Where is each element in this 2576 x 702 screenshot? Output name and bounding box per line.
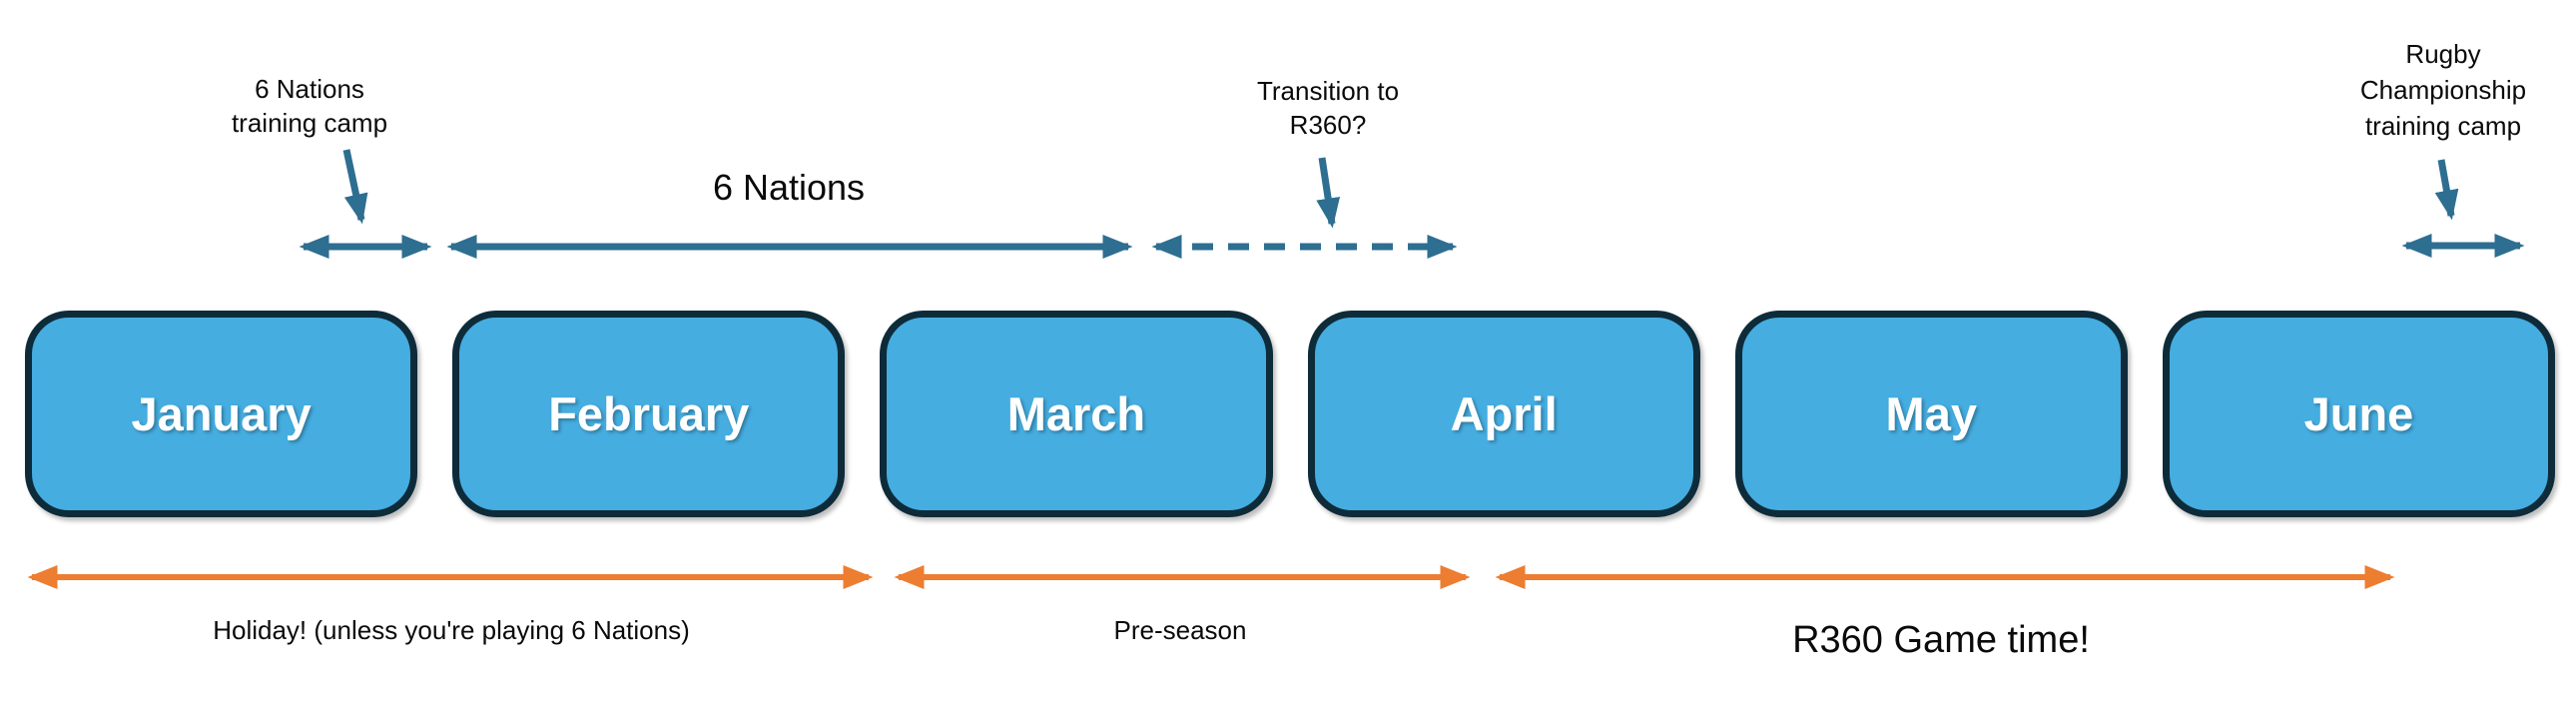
rugby-camp-annotation: Rugby Championship training camp: [2360, 36, 2526, 144]
six-nations-camp-line1: 6 Nations: [255, 74, 364, 104]
six-nations-camp-pointer-arrow: [342, 149, 368, 225]
month-box-april: April: [1307, 311, 1700, 517]
rugby-camp-line1: Rugby: [2405, 39, 2481, 69]
month-box-june: June: [2162, 311, 2556, 517]
rugby-camp-line2: Championship: [2359, 75, 2527, 105]
month-label: May: [1885, 387, 1977, 440]
transition-line1: Transition to: [1256, 76, 1400, 106]
month-box-march: March: [880, 311, 1273, 517]
six-nations-camp-annotation: 6 Nations training camp: [232, 72, 387, 140]
transition-annotation: Transition to R360?: [1257, 74, 1399, 142]
six-nations-camp-line2: training camp: [231, 108, 388, 138]
month-label: March: [1006, 387, 1146, 440]
r360-label: R360 Game time!: [1792, 619, 2090, 661]
month-box-february: February: [452, 311, 846, 517]
transition-line2: R360?: [1289, 110, 1367, 140]
month-box-may: May: [1734, 311, 2128, 517]
month-box-january: January: [25, 311, 418, 517]
preseason-label: Pre-season: [1113, 615, 1247, 645]
transition-pointer-arrow: [1316, 157, 1341, 229]
holiday-label: Holiday! (unless you're playing 6 Nation…: [213, 615, 690, 645]
month-label: April: [1450, 387, 1558, 440]
month-label: January: [131, 387, 312, 440]
rugby-camp-pointer-arrow: [2434, 159, 2459, 221]
month-label: June: [2303, 387, 2414, 440]
months-row: January February March April May June: [25, 311, 2556, 517]
rugby-camp-line3: training camp: [2364, 111, 2522, 141]
six-nations-title: 6 Nations: [712, 167, 866, 208]
month-label: February: [548, 387, 750, 440]
